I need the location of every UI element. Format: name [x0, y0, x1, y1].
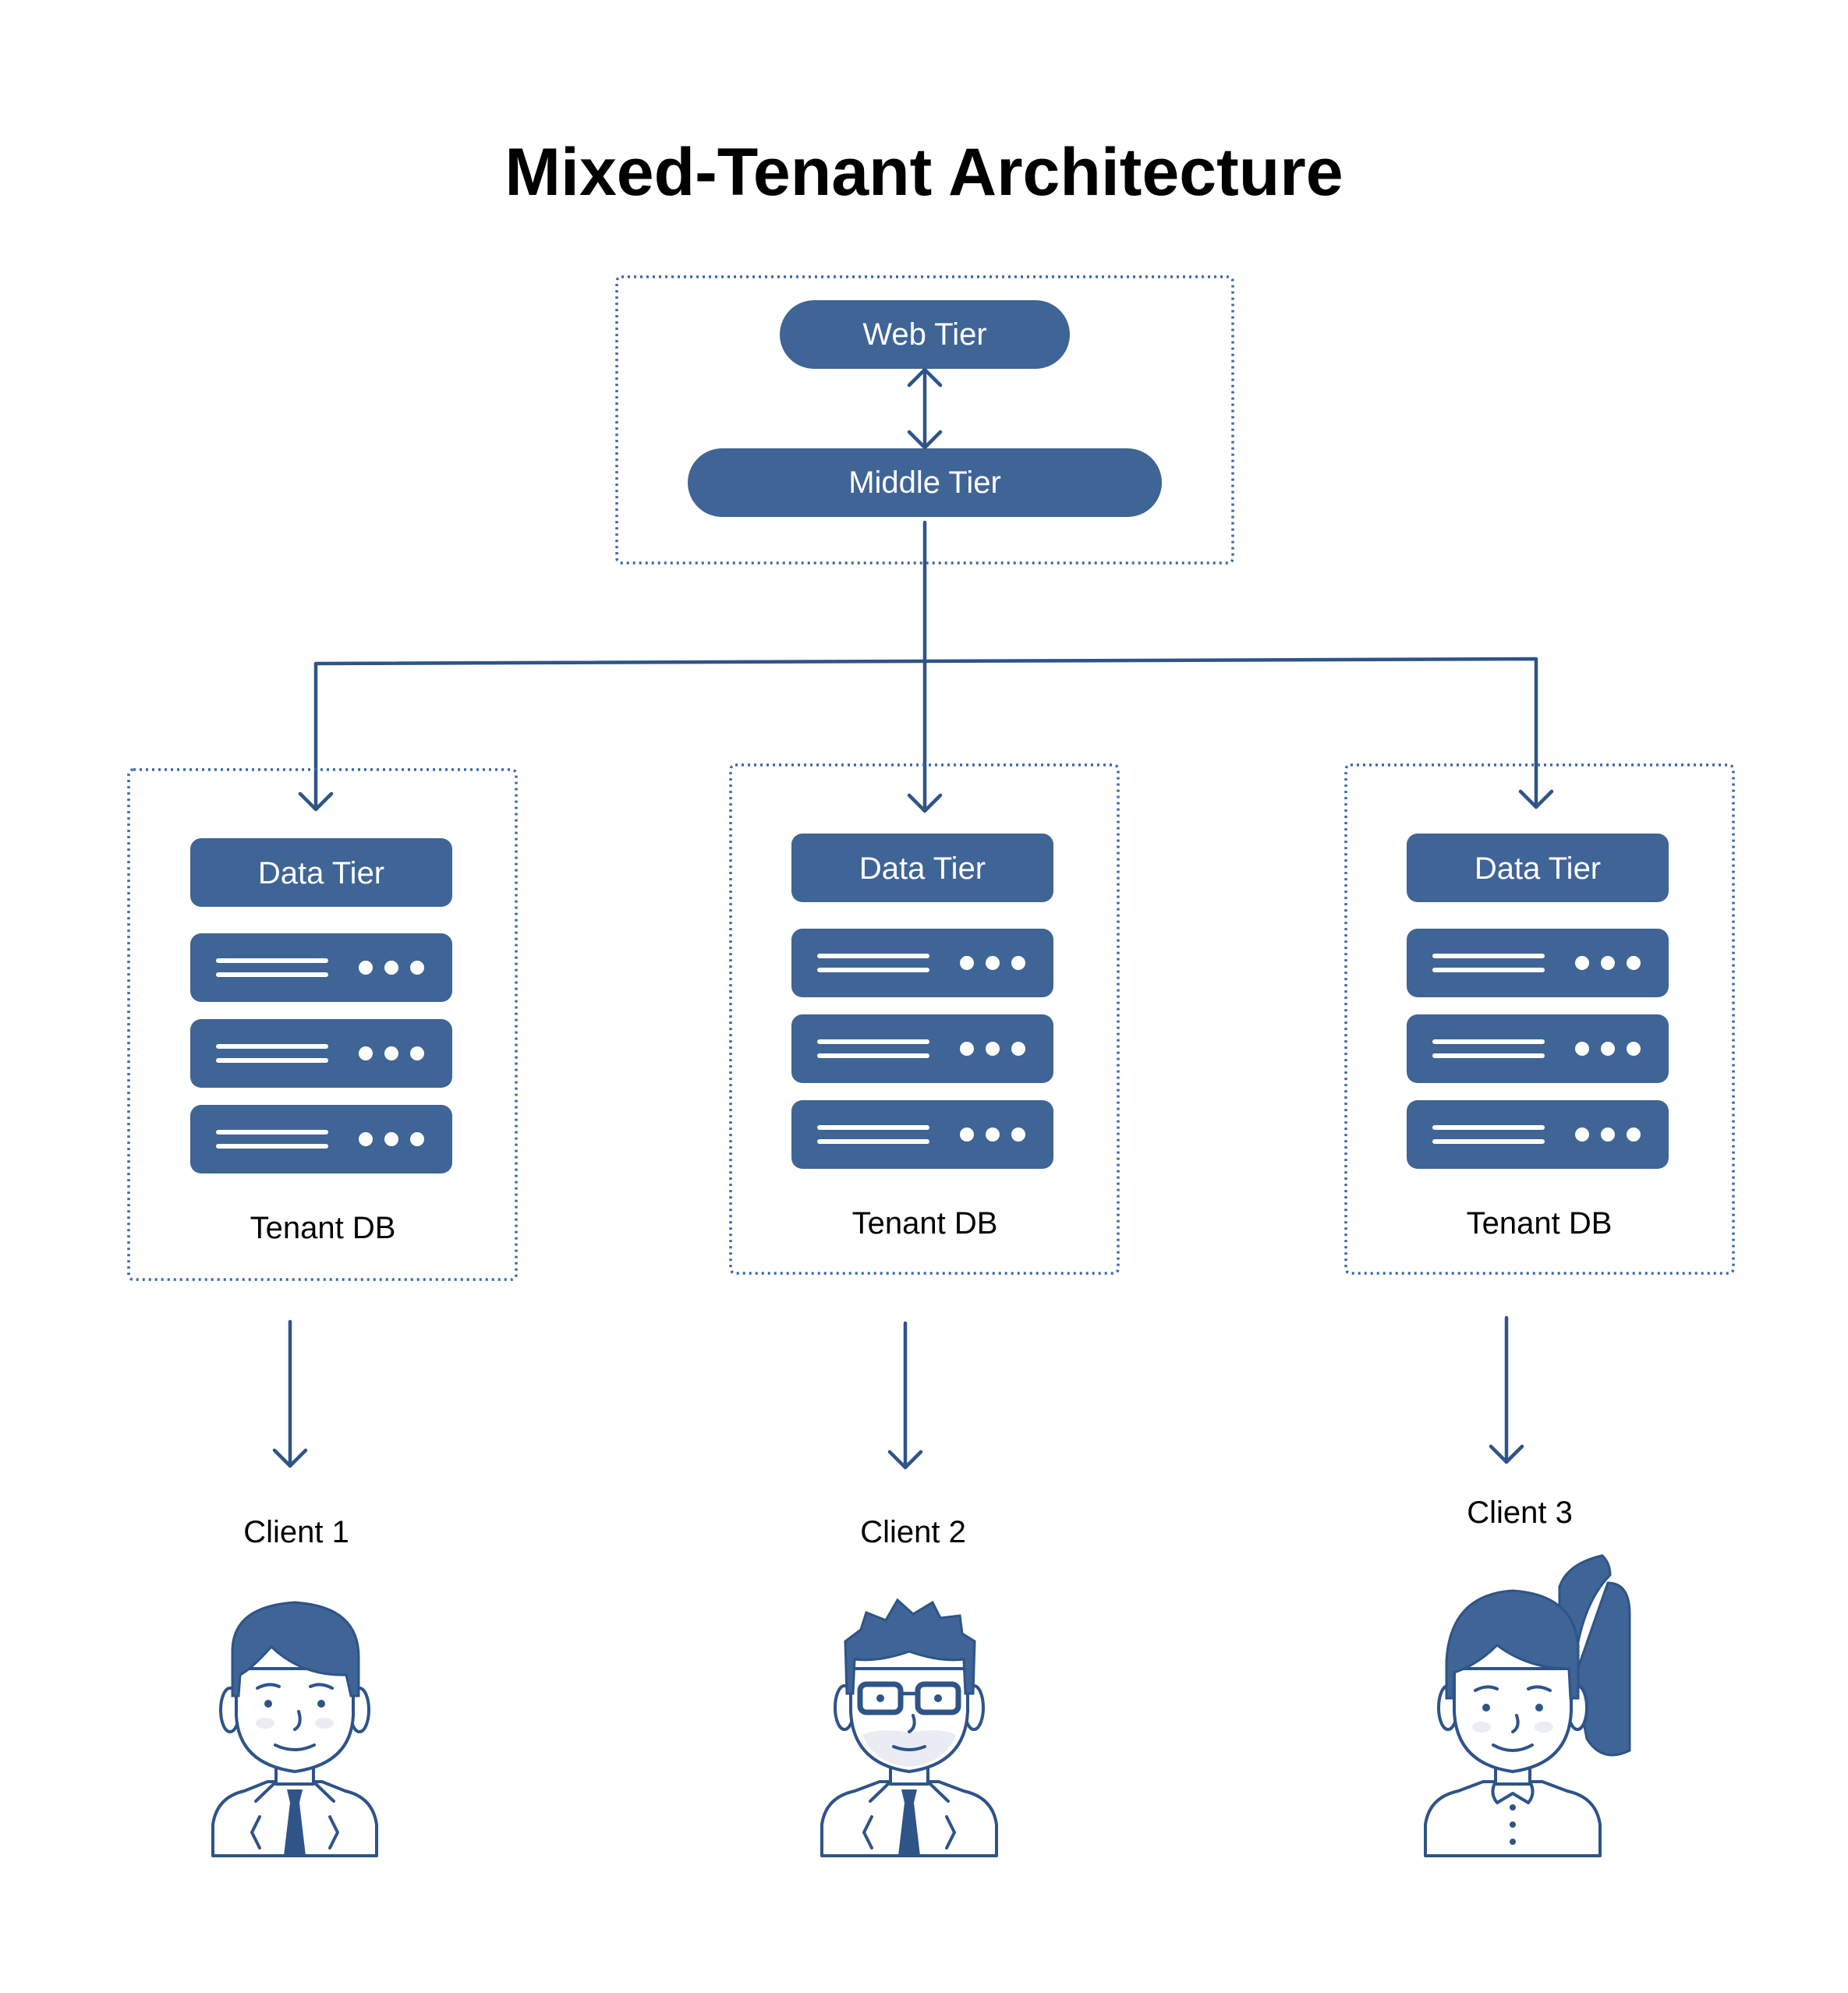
- data-tier-node: [190, 838, 452, 907]
- tenant-boundary: [127, 768, 518, 1281]
- web-tier-node: [780, 300, 1070, 369]
- tenant-boundary: [1344, 763, 1735, 1275]
- data-tier-label: Data Tier: [859, 851, 986, 886]
- tenant-group-2: Data Tier Tenant DB Client 2: [729, 763, 1120, 1857]
- male-glasses-avatar-icon: [820, 1598, 998, 1857]
- tenant-db-label: Tenant DB: [250, 1211, 396, 1245]
- server-rack-icon: [791, 929, 1053, 1169]
- tenant-connectors: [298, 520, 1554, 813]
- arrow-down-icon: [887, 1321, 923, 1470]
- client-label: Client 3: [1467, 1496, 1573, 1530]
- arrow-down-icon: [272, 1319, 308, 1468]
- app-tier-group: Web Tier Middle Tier: [615, 275, 1234, 565]
- double-arrow-icon: [907, 367, 943, 450]
- middle-tier-label: Middle Tier: [848, 466, 1001, 500]
- server-rack-icon: [190, 933, 452, 1173]
- data-tier-label: Data Tier: [1475, 851, 1601, 886]
- data-tier-label: Data Tier: [258, 856, 384, 890]
- arrow-down-icon: [907, 793, 943, 813]
- diagram-title: Mixed-Tenant Architecture: [504, 135, 1343, 210]
- arrow-down-icon: [1489, 1315, 1524, 1464]
- client-label: Client 1: [243, 1515, 349, 1549]
- server-rack-icon: [1407, 929, 1669, 1169]
- client-label: Client 2: [860, 1515, 966, 1549]
- male-avatar-icon: [211, 1601, 378, 1857]
- tenant-group-3: Data Tier Tenant DB Client 3: [1344, 763, 1735, 1857]
- data-tier-node: [791, 834, 1053, 902]
- tenant-db-label: Tenant DB: [852, 1206, 998, 1241]
- tenant-group-1: Data Tier Tenant DB Client 1: [127, 768, 518, 1857]
- arrow-down-icon: [298, 791, 334, 812]
- tenant-boundary: [729, 763, 1120, 1275]
- data-tier-node: [1407, 834, 1669, 902]
- female-avatar-icon: [1424, 1554, 1631, 1857]
- middle-tier-node: [688, 448, 1162, 517]
- web-tier-label: Web Tier: [862, 317, 986, 352]
- tenant-db-label: Tenant DB: [1467, 1206, 1613, 1241]
- arrow-down-icon: [1518, 789, 1554, 809]
